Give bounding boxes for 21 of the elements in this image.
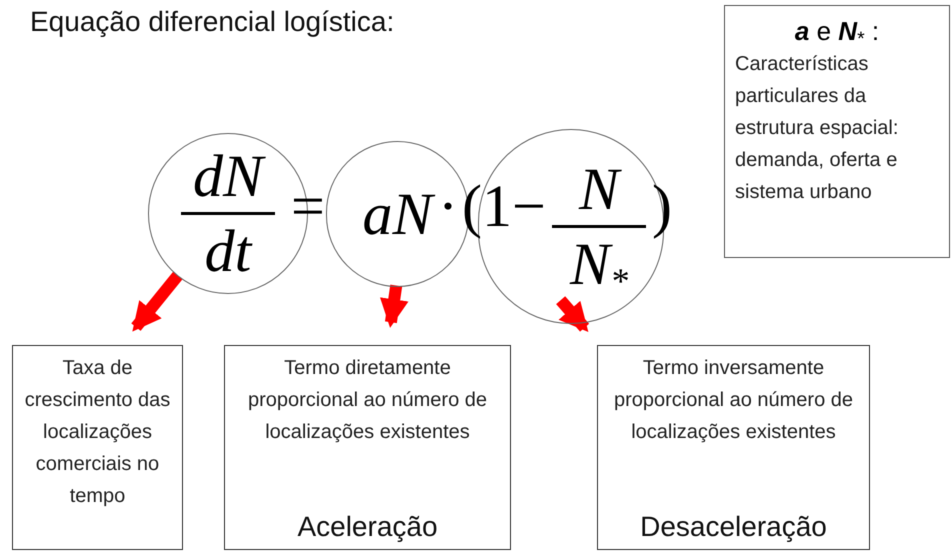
text-box	[12, 345, 183, 550]
formula-term: aN	[362, 182, 433, 246]
title: Equação diferencial logística:	[30, 5, 394, 39]
box-text: Termo diretamente proporcional ao número de localizações existentes	[246, 356, 488, 445]
formula-term: N$_{*}$	[570, 232, 628, 296]
arrow	[131, 272, 182, 332]
text-box	[224, 345, 511, 550]
note-heading: a e N$_{*}$ :	[794, 15, 880, 48]
box-text: Termo inversamente proporcional ao número de localizações existentes	[612, 356, 854, 445]
box-text: Taxa de crescimento das localizações comerciais no tempo	[24, 356, 172, 509]
formula-term: dt	[204, 219, 252, 283]
box-heading: Desaceleração	[640, 510, 827, 544]
arrow	[380, 284, 408, 328]
box-heading: Aceleração	[297, 510, 438, 544]
note-box	[724, 5, 950, 258]
formula-symbol: ·	[438, 172, 458, 241]
note-text: Características particulares da estrutura espacial: demanda, oferta e sistema urbano	[735, 52, 900, 205]
formula-term: dN	[192, 144, 264, 208]
formula-term: N	[578, 157, 620, 221]
arrow	[556, 296, 590, 332]
text-box	[597, 345, 870, 550]
